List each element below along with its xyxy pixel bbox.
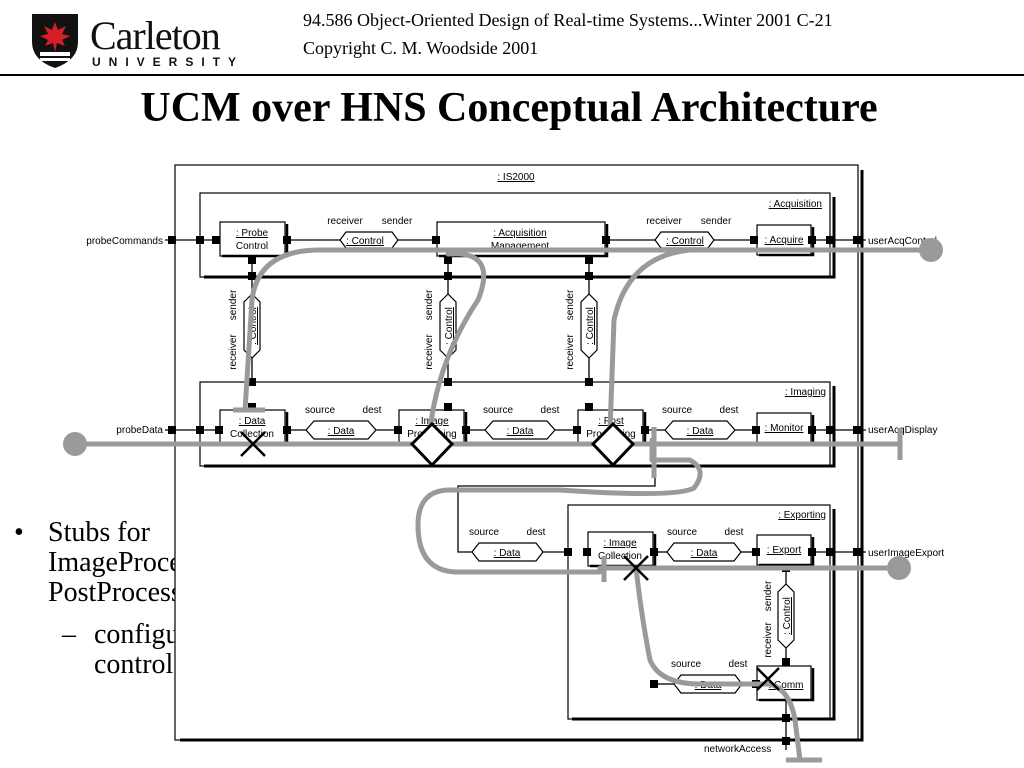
imaging-label: : Imaging [785,387,826,398]
acq-mgmt-label-1: : Acquisition [493,228,546,239]
receiver-label: receiver [565,334,576,370]
vertical-control-label: : Control [585,307,596,345]
exporting-label: : Exporting [778,510,826,521]
image-collection-label-1: : Image [603,538,637,549]
sender-label: sender [763,580,774,611]
carleton-logo: Carleton UNIVERSITY [30,10,260,70]
ucm-path-post-control [607,247,693,433]
vertical-control-label: : Control [248,307,259,345]
monitor-label: : Monitor [765,423,805,434]
responsibility-x-icon [623,555,649,581]
source-label: source [469,527,499,538]
export-box: : Export [756,534,815,567]
source-label: source [671,659,701,670]
ucm-path-export [415,437,900,575]
port-network-access: networkAccess [704,744,771,755]
responsibility-x-icon [756,667,780,691]
stub-diamond-icon [409,421,455,468]
sender-label: sender [228,289,239,320]
receiver-label: receiver [424,334,435,370]
start-point-icon [887,556,911,580]
image-collection-label-2: Collection [598,551,642,562]
source-label: source [662,405,692,416]
image-collection-box: : Image Collection [587,531,657,568]
acquisition-label: : Acquisition [769,199,822,210]
receiver-label: receiver [228,334,239,370]
data-connector-label: : Data [507,426,534,437]
probe-control-label-1: : Probe [236,228,269,239]
data-connector-label: : Data [687,426,714,437]
port-user-acq-control: userAcqControl [868,236,937,247]
vertical-control-label: : Control [782,597,793,635]
ucm-stubs [409,421,636,468]
dest-label: dest [527,527,546,538]
probe-control-box: : Probe Control [219,221,289,258]
is2000-label: : IS2000 [497,172,535,183]
imaging-component: : Imaging : Data Collection : Image Proc… [165,381,866,468]
port-probe-data: probeData [116,425,163,436]
export-label: : Export [767,545,802,556]
header-rule [0,74,1024,76]
logo-name: Carleton [90,13,221,58]
data-connector-label: : Data [494,548,521,559]
receiver-label: receiver [327,216,363,227]
sender-label: sender [565,289,576,320]
carleton-shield-icon [32,14,78,68]
acq-control-2-label: : Control [666,236,704,247]
stub-diamond-icon [590,421,636,468]
ucm-paths [72,247,933,763]
port-user-image-export: userImageExport [868,548,944,559]
vertical-control-connectors: : Control : Control : Control sender rec… [228,256,598,410]
source-label: source [667,527,697,538]
dest-label: dest [363,405,382,416]
external-port-labels: probeCommands userAcqControl probeData u… [86,236,944,755]
data-collection-label-2: Collection [230,429,274,440]
comm-label: : Comm [769,680,804,691]
ucm-path-image-control [427,251,487,433]
sender-label: sender [701,216,732,227]
exporting-component: : Exporting : Image Collection : Export … [567,504,866,750]
data-collection-box: : Data Collection [219,409,289,446]
dest-label: dest [720,405,739,416]
acq-control-1-label: : Control [346,236,384,247]
acq-mgmt-label-2: Management [491,241,550,252]
logo-university: UNIVERSITY [92,55,245,69]
monitor-box: : Monitor [756,412,815,445]
source-label: source [483,405,513,416]
page-title: UCM over HNS Conceptual Architecture [140,85,878,131]
source-label: source [305,405,335,416]
receiver-label: receiver [646,216,682,227]
course-info: 94.586 Object-Oriented Design of Real-ti… [303,10,833,30]
sender-label: sender [382,216,413,227]
dest-label: dest [541,405,560,416]
port-probe-commands: probeCommands [86,236,163,247]
sender-label: sender [424,289,435,320]
dest-label: dest [725,527,744,538]
start-point-icon [919,238,943,262]
copyright-info: Copyright C. M. Woodside 2001 [303,38,539,58]
start-point-icon [63,432,87,456]
receiver-label: receiver [763,622,774,658]
data-connector-label: : Data [328,426,355,437]
data-connector-label: : Data [691,548,718,559]
acquire-label: : Acquire [765,235,804,246]
ucm-responsibilities [240,431,780,691]
ucm-path-control [242,247,933,413]
ucm-path-endpoints [63,238,943,763]
responsibility-x-icon [240,431,266,457]
dest-label: dest [729,659,748,670]
ucm-path-network [633,565,803,763]
vertical-control-label: : Control [444,307,455,345]
data-collection-label-1: : Data [239,416,266,427]
port-user-acq-display: userAcqDisplay [868,425,937,436]
probe-control-label-2: Control [236,241,268,252]
